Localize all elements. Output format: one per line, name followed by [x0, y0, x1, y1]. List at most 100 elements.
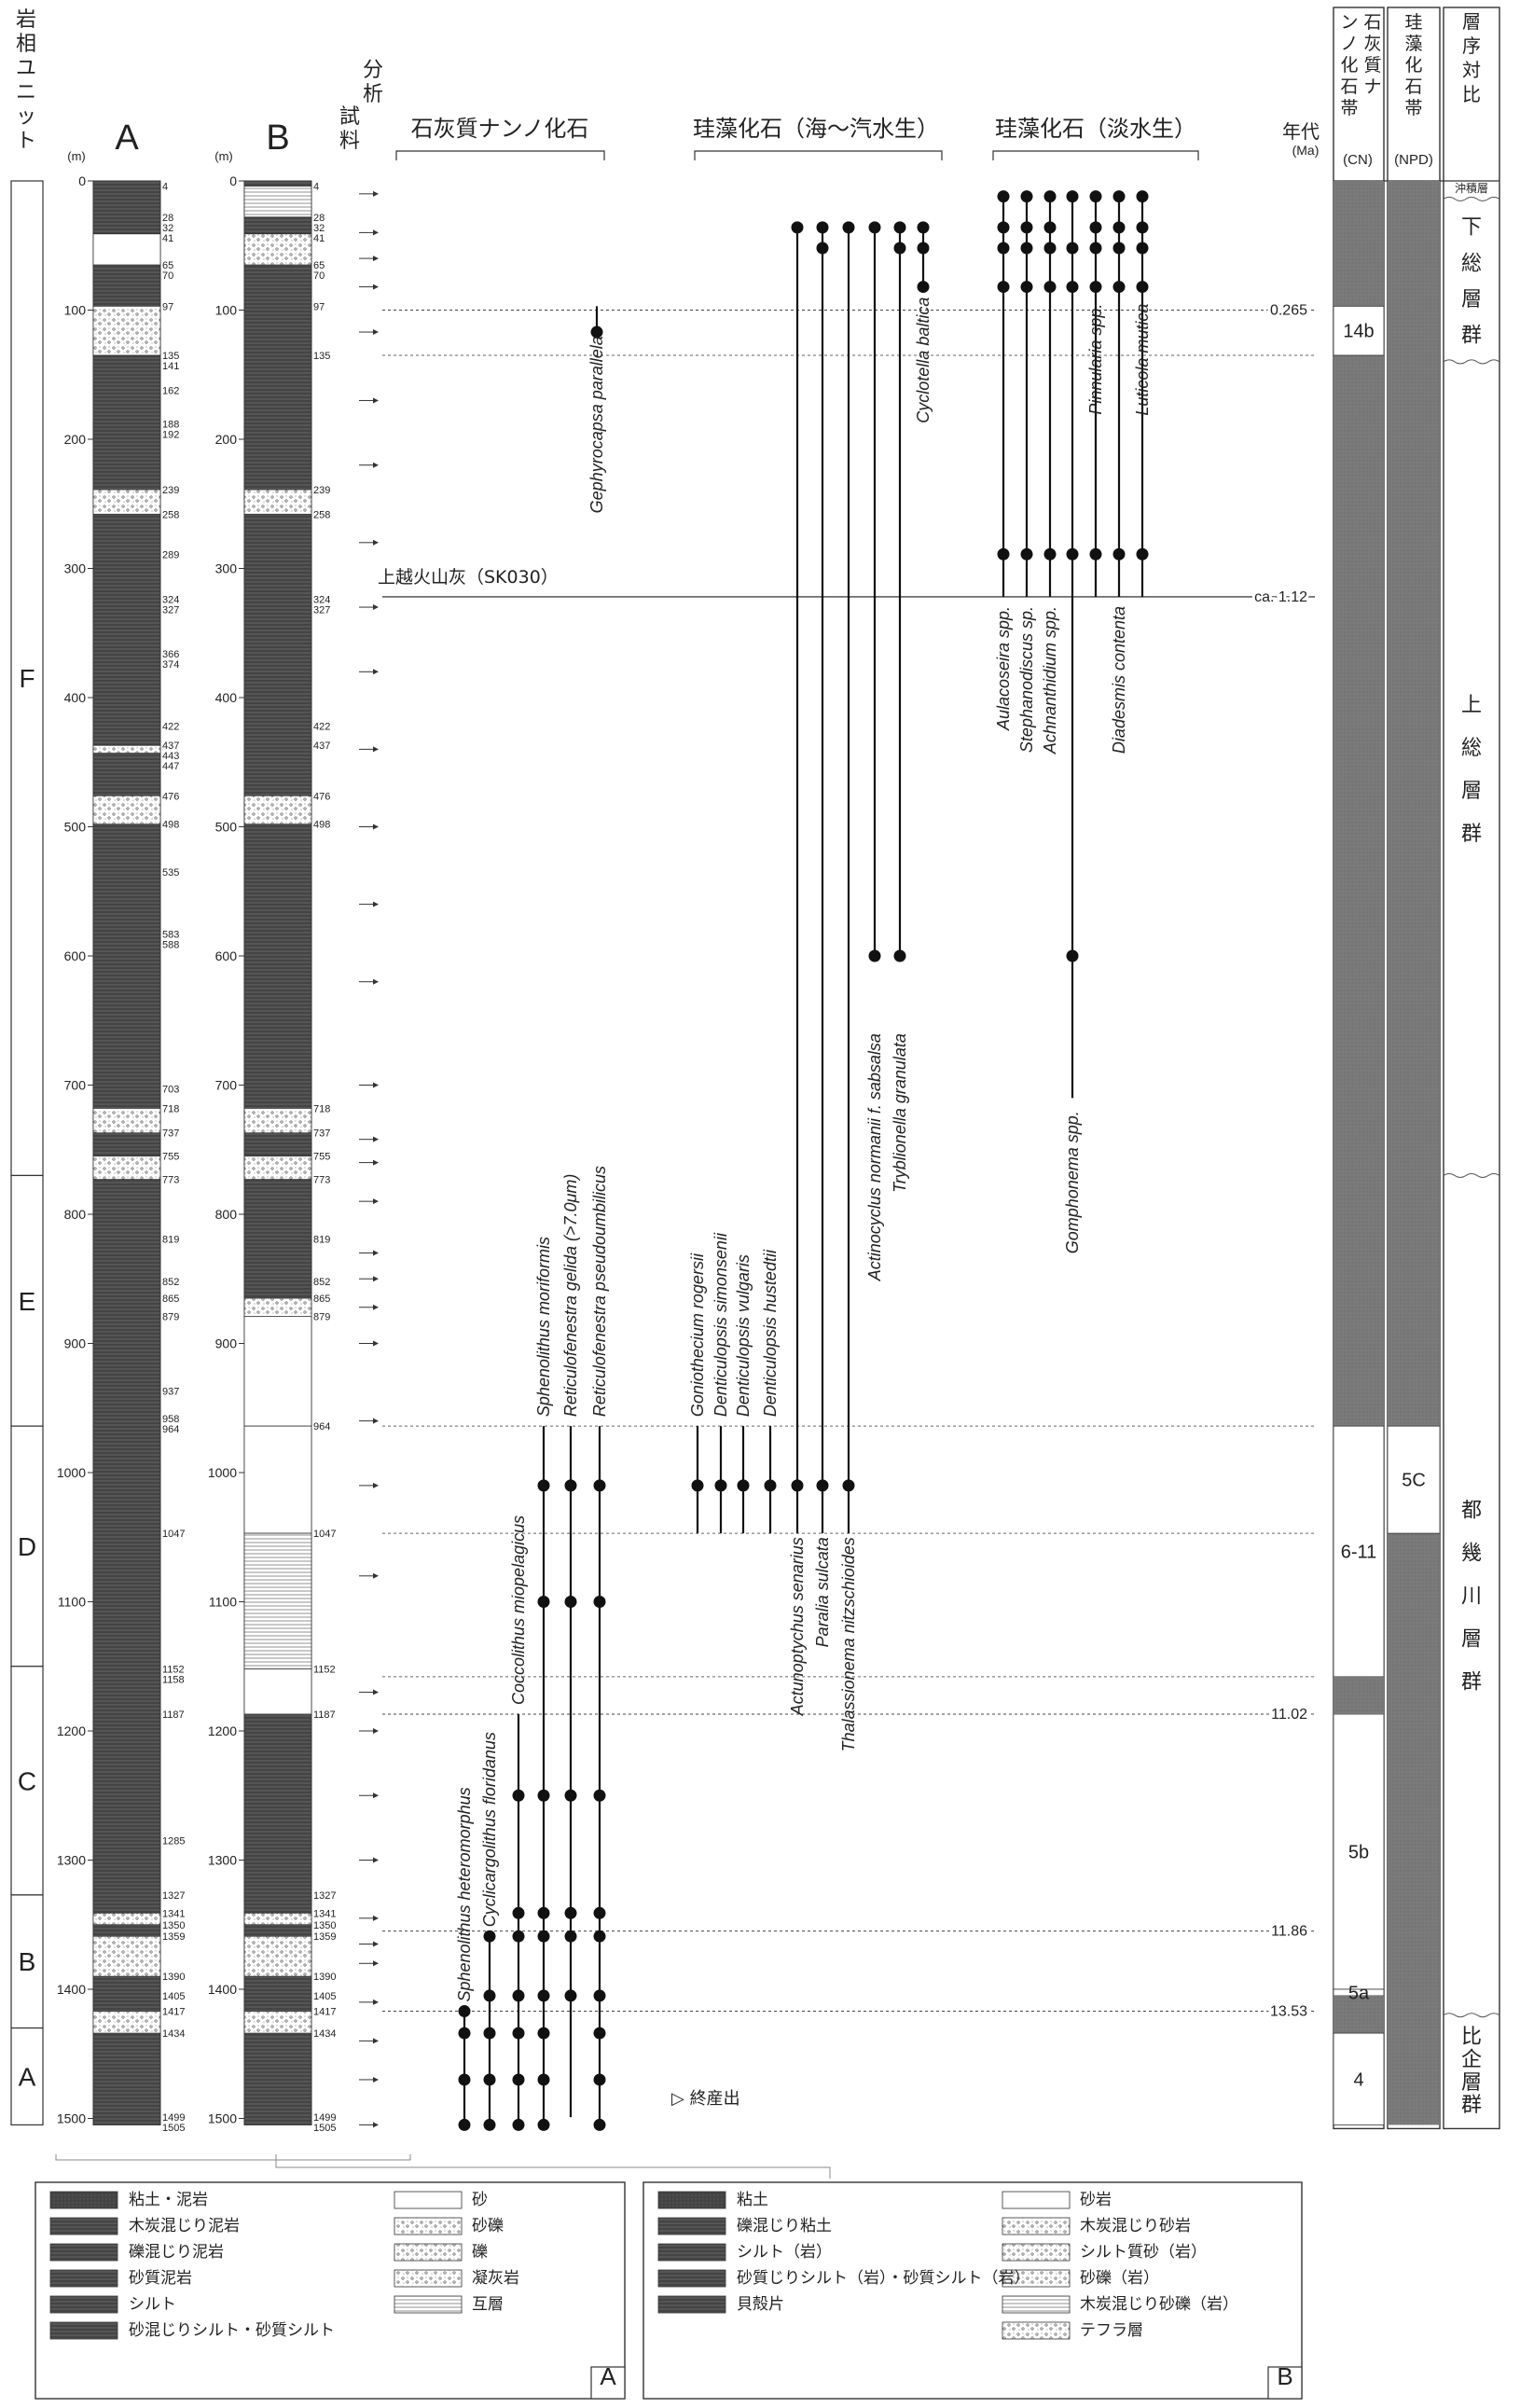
age-label: 0.265: [1270, 303, 1307, 319]
sample-depth-b: 819: [313, 1234, 330, 1245]
legend-a-swatch: [49, 2321, 118, 2340]
sample-depth-a: 258: [162, 509, 179, 520]
strat-group-char: 企: [1461, 2048, 1482, 2071]
sample-depth-b: 1499: [313, 2112, 336, 2124]
sample-depth-a: 535: [162, 867, 179, 879]
sample-depth-b: 1152: [313, 1665, 336, 1676]
taxon-occurrence-dot: [564, 1789, 577, 1802]
sample-depth-a: 937: [162, 1387, 179, 1398]
strat-title-char: 比: [1462, 83, 1481, 105]
taxon-label: Thalassionema nitzschioides: [839, 1537, 858, 1751]
taxon-occurrence-dot: [893, 242, 906, 255]
depth-tick-b: 400: [215, 690, 238, 705]
litho-sand-band: [243, 795, 312, 825]
sample-depth-b: 135: [313, 351, 330, 362]
sample-depth-a: 819: [162, 1234, 179, 1245]
sample-depth-b: 964: [313, 1421, 330, 1432]
taxon-occurrence-dot: [893, 221, 906, 234]
taxon-occurrence-dot: [1020, 547, 1033, 560]
sample-depth-a: 703: [162, 1085, 179, 1096]
legend-a-item: 互層: [472, 2295, 504, 2314]
litho-column: [92, 180, 161, 2125]
taxon-occurrence-dot: [512, 1930, 525, 1943]
sample-depth-b: 65: [313, 260, 325, 271]
sample-depth-a: 4: [162, 182, 168, 193]
strat-boundary: [1443, 196, 1500, 201]
legend-b-swatch: [1002, 2191, 1071, 2209]
unit-col-title-char: 相: [16, 33, 36, 56]
depth-tick-b: 500: [215, 820, 238, 835]
legend-b-swatch: [1002, 2217, 1071, 2235]
npd-zone-box: [1387, 1425, 1441, 1534]
sample-depth-a: 135: [162, 351, 179, 362]
taxon-occurrence-dot: [537, 2027, 550, 2040]
taxon-occurrence-dot: [816, 1479, 829, 1492]
cn-title-char: ノ: [1340, 34, 1358, 54]
meter-unit-a: (m): [67, 149, 86, 163]
legend-a-item: シルト: [129, 2295, 176, 2314]
sample-arrow-head: [373, 229, 379, 236]
cn-title-char: ン: [1340, 12, 1358, 33]
strat-group-char: 総: [1461, 252, 1482, 275]
sample-depth-b: 476: [313, 791, 330, 802]
sample-depth-a: 1327: [162, 1890, 185, 1902]
taxon-occurrence-dot: [458, 2073, 471, 2086]
taxon-label: Gomphonema spp.: [1063, 1111, 1082, 1253]
depth-tick-b: 1500: [208, 2111, 237, 2126]
age-label: 13.53: [1270, 2004, 1307, 2020]
taxon-occurrence-dot: [512, 1906, 525, 1919]
sample-depth-a: 737: [162, 1128, 179, 1140]
sample-depth-b: 718: [313, 1103, 330, 1114]
sample-depth-b: 1341: [313, 1908, 336, 1919]
sample-arrow-head: [373, 1915, 379, 1921]
sample-arrow-head: [373, 604, 379, 611]
group-bracket: [694, 150, 943, 160]
sample-col-title-char: 試: [339, 105, 360, 129]
litho-sand-band: [243, 233, 312, 266]
legend-a-item: 砂質泥岩: [129, 2269, 192, 2288]
legend-b-swatch: [657, 2295, 726, 2314]
taxon-occurrence-dot: [917, 242, 930, 255]
taxon-occurrence-dot: [816, 242, 829, 255]
cn-shade-sub: [1333, 1995, 1384, 2012]
cn-zone-box: [1333, 2032, 1385, 2125]
sample-depth-a: 366: [162, 649, 179, 660]
taxon-label: Cyclicargolithus floridanus: [480, 1732, 499, 1927]
sample-arrow-head: [373, 1198, 379, 1205]
taxon-occurrence-dot: [1020, 281, 1033, 294]
legend-a-frame: [35, 2181, 626, 2400]
legend-b-item: 礫混じり粘土: [737, 2217, 832, 2235]
sample-arrow-head: [373, 397, 379, 404]
cn-title-char: 石: [1340, 76, 1358, 97]
taxon-occurrence-dot: [483, 1930, 496, 1943]
sample-arrow-head: [373, 669, 379, 675]
strat-group-char: 層: [1461, 1628, 1482, 1652]
sample-depth-a: 879: [162, 1311, 179, 1322]
taxon-occurrence-dot: [1020, 242, 1033, 255]
cn-zone-label: 14b: [1343, 322, 1374, 342]
taxon-occurrence-dot: [1043, 281, 1057, 294]
npd-title-char: 藻: [1404, 34, 1422, 54]
sample-arrow-head: [373, 1340, 379, 1347]
taxon-occurrence-dot: [537, 2073, 550, 2086]
unit-box: [10, 1666, 44, 1896]
sample-arrow-head: [373, 901, 379, 907]
cn-zone-label: 5b: [1348, 1842, 1369, 1862]
taxon-occurrence-dot: [1089, 242, 1102, 255]
age-label: 11.86: [1271, 1924, 1307, 1940]
taxon-occurrence-dot: [593, 1479, 606, 1492]
legend-a-item: 粘土・泥岩: [129, 2191, 208, 2209]
depth-tick-b: 0: [229, 173, 237, 188]
taxon-occurrence-dot: [1089, 221, 1102, 234]
cn-zone-box: [1333, 305, 1385, 356]
sample-arrow-head: [373, 1728, 379, 1734]
sample-depth-b: 1047: [313, 1529, 336, 1540]
taxon-occurrence-dot: [842, 221, 855, 234]
taxon-occurrence-dot: [1136, 281, 1149, 294]
legend-b-swatch: [1002, 2269, 1071, 2288]
group-bracket: [992, 150, 1199, 160]
taxon-label: Denticulopsis vulgaris: [734, 1254, 753, 1417]
sample-arrow-head: [373, 1960, 379, 1967]
taxon-label: Denticulopsis simonsenii: [712, 1232, 730, 1417]
unit-col-title-char: ユ: [16, 57, 36, 80]
